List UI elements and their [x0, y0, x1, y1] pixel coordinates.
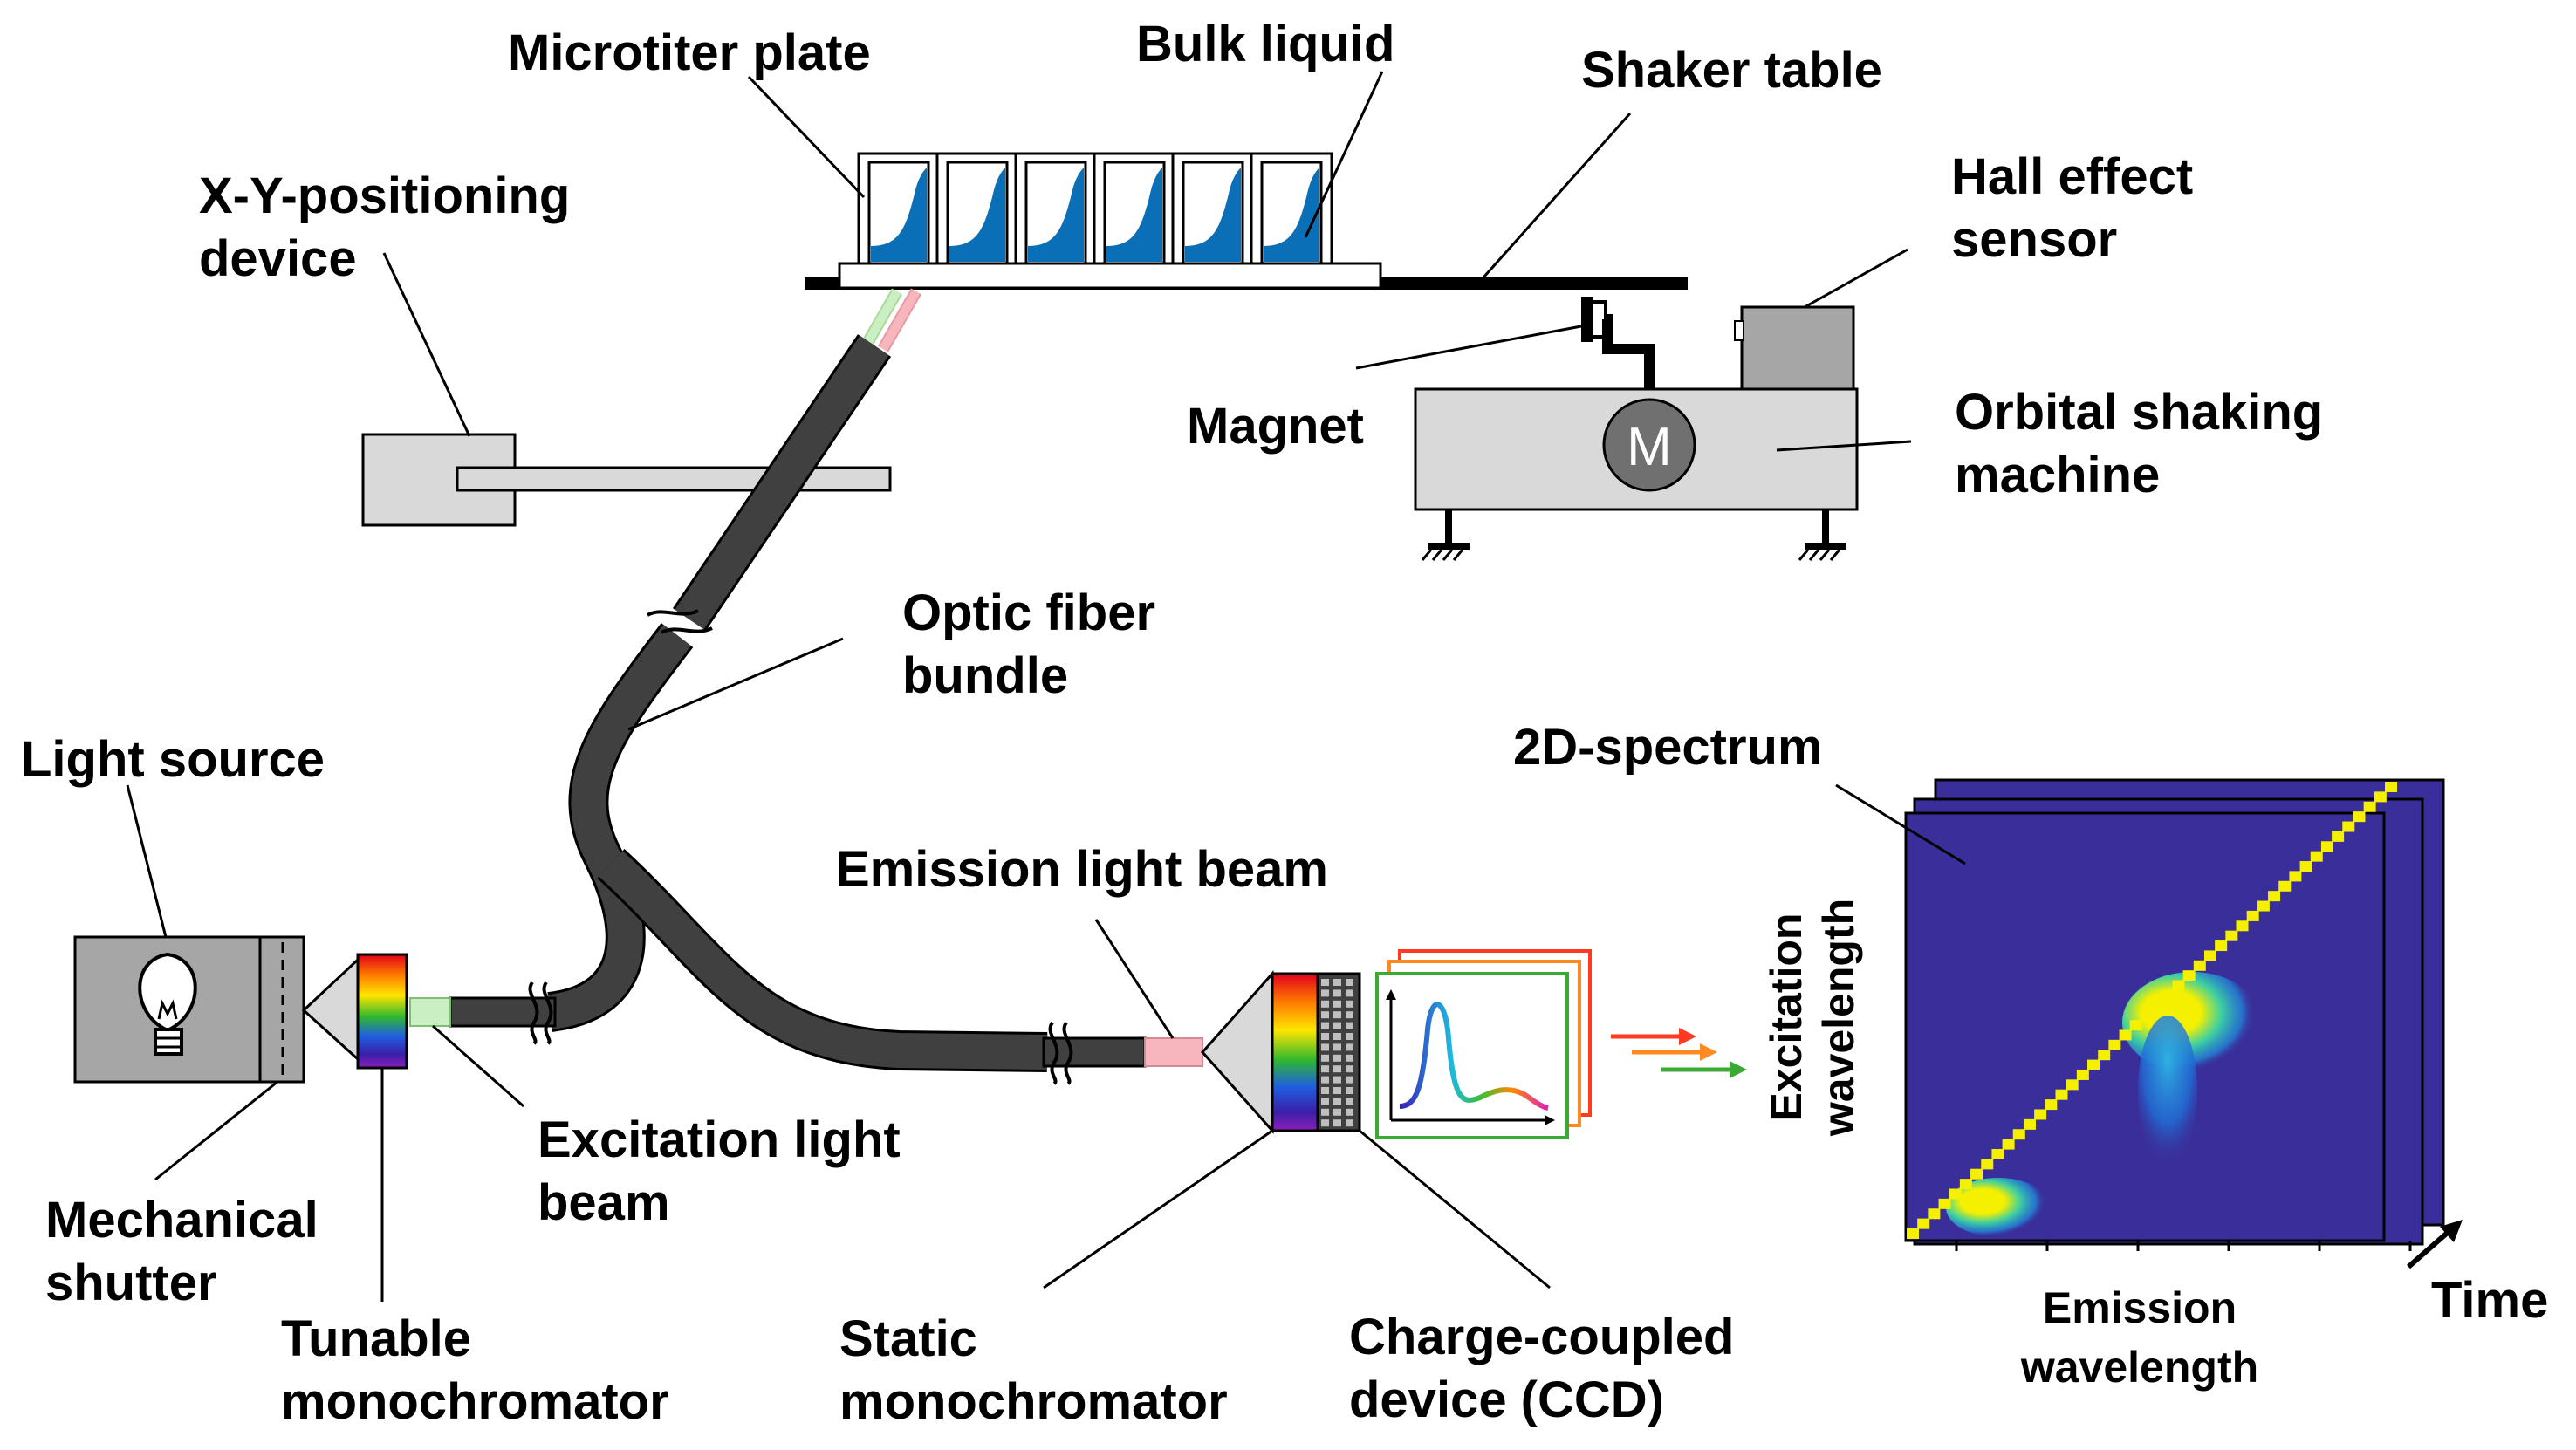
motor-icon: M	[1602, 398, 1696, 492]
label-excitation-beam-line2: beam	[538, 1174, 670, 1231]
static-monochromator	[1200, 970, 1319, 1134]
label-excitation-beam-line1: Excitation light	[538, 1111, 901, 1168]
label-hall-sensor-line2: sensor	[1951, 211, 2117, 268]
label-ccd-line2: device (CCD)	[1349, 1371, 1664, 1428]
label-optic-fiber-line1: Optic fiber	[902, 585, 1155, 641]
well	[1171, 152, 1255, 265]
label-xy-device-line2: device	[199, 230, 357, 287]
emission-light-beam	[1144, 1037, 1203, 1067]
magnet	[1581, 297, 1655, 391]
label-excitation-axis-line2: wavelength	[1814, 899, 1863, 1137]
label-emission-beam: Emission light beam	[836, 841, 1328, 898]
label-bulk-liquid: Bulk liquid	[1136, 16, 1394, 72]
label-hall-sensor-line1: Hall effect	[1951, 148, 2193, 205]
label-time: Time	[2431, 1272, 2548, 1329]
microtiter-plate	[838, 152, 1382, 290]
label-excitation-axis-line1: Excitation	[1762, 913, 1811, 1122]
label-magnet: Magnet	[1187, 398, 1364, 455]
label-tunable-mono-line1: Tunable	[281, 1310, 471, 1367]
well	[1014, 152, 1098, 265]
label-ccd-line1: Charge-coupled	[1349, 1309, 1735, 1365]
label-orbital-line1: Orbital shaking	[1955, 384, 2323, 441]
tunable-monochromator	[301, 953, 408, 1070]
label-2d-spectrum: 2D-spectrum	[1513, 719, 1823, 776]
label-emission-axis-line2: wavelength	[2020, 1343, 2258, 1392]
leader-lines	[126, 71, 1966, 1302]
well	[1093, 152, 1176, 265]
label-microtiter-plate: Microtiter plate	[508, 24, 871, 81]
optic-fiber-bundle	[449, 288, 1147, 1085]
well	[935, 152, 1019, 265]
label-optic-fiber-line2: bundle	[902, 647, 1068, 704]
xy-positioning-device	[361, 433, 892, 527]
label-xy-device-line1: X-Y-positioning	[199, 168, 570, 224]
label-shaker-table: Shaker table	[1581, 42, 1882, 99]
label-orbital-line2: machine	[1955, 447, 2160, 503]
time-arrows	[1611, 1028, 1747, 1078]
label-static-mono-line1: Static	[839, 1310, 977, 1367]
light-bulb-icon	[138, 952, 197, 1056]
svg-text:M: M	[1627, 417, 1672, 477]
excitation-light-beam	[409, 997, 451, 1027]
label-emission-axis-line1: Emission	[2043, 1283, 2237, 1332]
label-static-mono-line2: monochromator	[839, 1373, 1228, 1430]
hall-effect-sensor	[1734, 305, 1855, 391]
well	[857, 152, 941, 265]
label-shutter-line2: shutter	[45, 1255, 217, 1311]
time-axis-arrow	[2407, 1220, 2463, 1269]
charge-coupled-device	[1316, 972, 1361, 1132]
two-d-spectrum-stack	[1904, 778, 2445, 1251]
label-tunable-mono-line2: monochromator	[281, 1373, 669, 1430]
label-shutter-line1: Mechanical	[45, 1192, 319, 1248]
ccd-spectrum-frames	[1375, 949, 1592, 1139]
label-light-source: Light source	[21, 731, 325, 788]
